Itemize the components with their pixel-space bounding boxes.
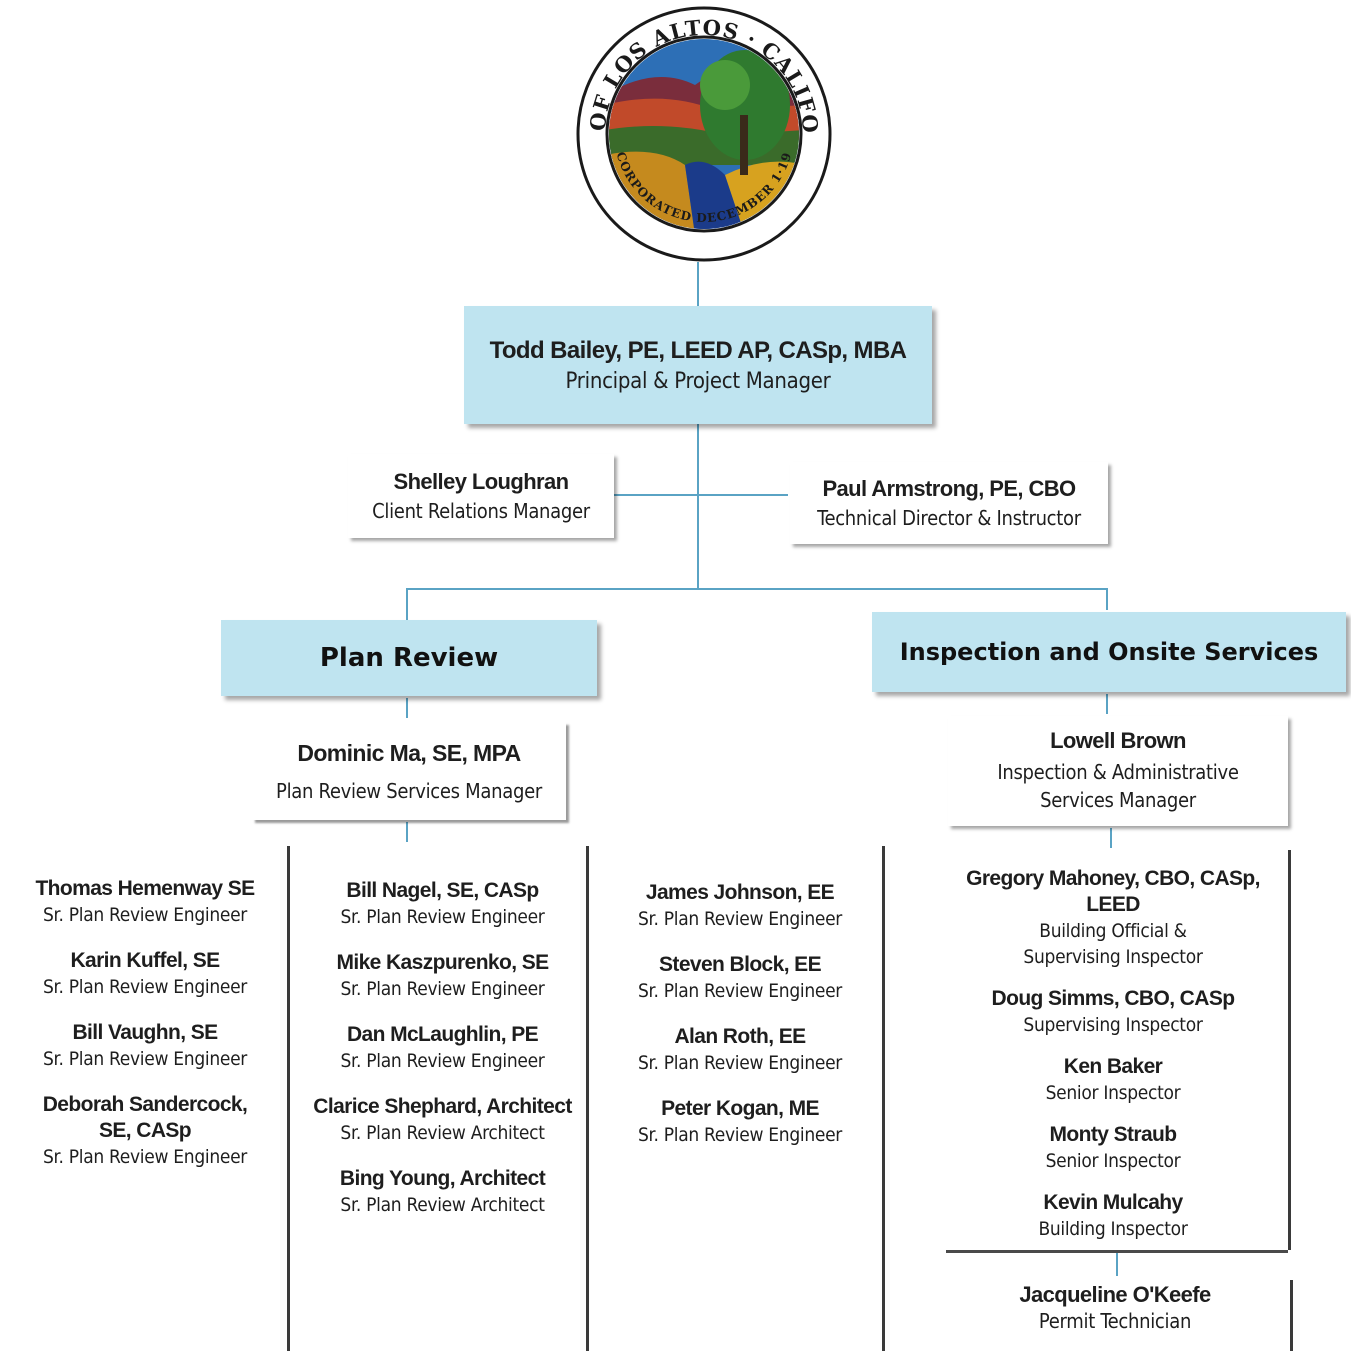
plan-review-manager-name: Dominic Ma, SE, MPA bbox=[297, 739, 521, 766]
connector-insp-staff bbox=[1110, 828, 1112, 848]
staff-name: Bill Nagel, SE, CASp bbox=[346, 879, 539, 902]
connector-insp-manager bbox=[1106, 694, 1108, 714]
staff-name: Bing Young, Architect bbox=[339, 1167, 546, 1190]
staff-member: James Johnson, EE Sr. Plan Review Engine… bbox=[602, 880, 878, 932]
technical-director-name: Paul Armstrong, PE, CBO bbox=[822, 476, 1076, 501]
plan-review-column-2: Bill Nagel, SE, CASp Sr. Plan Review Eng… bbox=[305, 878, 580, 1238]
staff-member: Bing Young, Architect Sr. Plan Review Ar… bbox=[305, 1166, 580, 1218]
staff-name: Dan McLaughlin, PE bbox=[346, 1023, 539, 1046]
column-divider bbox=[882, 846, 885, 1351]
staff-name: Doug Simms, CBO, CASp bbox=[991, 987, 1236, 1010]
staff-role: Sr. Plan Review Engineer bbox=[42, 1146, 248, 1168]
staff-role: Sr. Plan Review Architect bbox=[340, 1122, 545, 1144]
inspection-manager-box: Lowell Brown Inspection & Administrative… bbox=[948, 716, 1288, 826]
staff-member: Thomas Hemenway SE Sr. Plan Review Engin… bbox=[20, 876, 270, 928]
staff-name: Alan Roth, EE bbox=[674, 1025, 806, 1048]
client-relations-box: Shelley Loughran Client Relations Manage… bbox=[348, 454, 614, 538]
principal-name: Todd Bailey, PE, LEED AP, CASp, MBA bbox=[489, 336, 907, 364]
technical-director-box: Paul Armstrong, PE, CBO Technical Direct… bbox=[790, 462, 1108, 544]
staff-role: Sr. Plan Review Engineer bbox=[637, 980, 843, 1002]
inspection-header: Inspection and Onsite Services bbox=[872, 612, 1346, 692]
staff-member: Peter Kogan, ME Sr. Plan Review Engineer bbox=[602, 1096, 878, 1148]
column-divider bbox=[287, 846, 290, 1351]
connector-inspection bbox=[1106, 588, 1108, 610]
staff-member: Mike Kaszpurenko, SE Sr. Plan Review Eng… bbox=[305, 950, 580, 1002]
staff-name: Jacqueline O'Keefe bbox=[1019, 1282, 1211, 1307]
staff-role: Sr. Plan Review Engineer bbox=[637, 908, 843, 930]
plan-review-column-3: James Johnson, EE Sr. Plan Review Engine… bbox=[602, 880, 878, 1168]
staff-name: Peter Kogan, ME bbox=[661, 1097, 819, 1120]
client-relations-name: Shelley Loughran bbox=[393, 469, 570, 494]
staff-name: Monty Straub bbox=[1049, 1123, 1178, 1146]
staff-member: Ken Baker Senior Inspector bbox=[950, 1054, 1276, 1106]
staff-role: Sr. Plan Review Architect bbox=[340, 1194, 545, 1216]
principal-role: Principal & Project Manager bbox=[565, 368, 831, 394]
city-seal-logo: CITY OF LOS ALTOS · CALIFORNIA INCORPORA… bbox=[575, 5, 832, 262]
staff-member: Clarice Shephard, Architect Sr. Plan Rev… bbox=[305, 1094, 580, 1146]
staff-name: Clarice Shephard, Architect bbox=[313, 1095, 572, 1118]
column-divider bbox=[1290, 1280, 1293, 1351]
staff-role: Sr. Plan Review Engineer bbox=[42, 976, 248, 998]
staff-name: Deborah Sandercock, SE, CASp bbox=[42, 1093, 248, 1142]
technical-director-role: Technical Director & Instructor bbox=[817, 506, 1081, 530]
staff-name: Kevin Mulcahy bbox=[1043, 1191, 1183, 1214]
column-divider bbox=[586, 846, 589, 1351]
staff-member: Bill Nagel, SE, CASp Sr. Plan Review Eng… bbox=[305, 878, 580, 930]
connector-departments bbox=[406, 588, 1108, 590]
staff-name: Mike Kaszpurenko, SE bbox=[336, 951, 549, 974]
staff-role: Building Official & Supervising Inspecto… bbox=[1023, 920, 1203, 968]
staff-role: Sr. Plan Review Engineer bbox=[340, 906, 545, 928]
staff-member: Doug Simms, CBO, CASp Supervising Inspec… bbox=[950, 986, 1276, 1038]
connector-trunk bbox=[697, 424, 699, 590]
connector-plan-review bbox=[406, 588, 408, 620]
staff-member: Alan Roth, EE Sr. Plan Review Engineer bbox=[602, 1024, 878, 1076]
staff-member: Monty Straub Senior Inspector bbox=[950, 1122, 1276, 1174]
staff-role: Sr. Plan Review Engineer bbox=[42, 904, 248, 926]
inspection-manager-role: Inspection & Administrative Services Man… bbox=[997, 760, 1239, 812]
column-divider bbox=[1288, 850, 1291, 1250]
inspection-title: Inspection and Onsite Services bbox=[899, 638, 1319, 666]
connector-seal-principal bbox=[697, 262, 699, 306]
staff-role: Permit Technician bbox=[1038, 1309, 1192, 1333]
plan-review-column-1: Thomas Hemenway SE Sr. Plan Review Engin… bbox=[20, 876, 270, 1190]
staff-name: Gregory Mahoney, CBO, CASp, LEED bbox=[966, 867, 1260, 916]
staff-member: Dan McLaughlin, PE Sr. Plan Review Engin… bbox=[305, 1022, 580, 1074]
staff-name: James Johnson, EE bbox=[645, 881, 835, 904]
staff-name: Karin Kuffel, SE bbox=[70, 949, 220, 972]
staff-role: Sr. Plan Review Engineer bbox=[637, 1052, 843, 1074]
inspection-staff-column: Gregory Mahoney, CBO, CASp, LEED Buildin… bbox=[950, 866, 1276, 1242]
staff-name: Ken Baker bbox=[1063, 1055, 1163, 1078]
staff-member: Kevin Mulcahy Building Inspector bbox=[950, 1190, 1276, 1242]
staff-role: Senior Inspector bbox=[1045, 1150, 1181, 1172]
staff-member: Karin Kuffel, SE Sr. Plan Review Enginee… bbox=[20, 948, 270, 1000]
plan-review-manager-role: Plan Review Services Manager bbox=[276, 778, 542, 803]
staff-member: Steven Block, EE Sr. Plan Review Enginee… bbox=[602, 952, 878, 1004]
staff-role: Sr. Plan Review Engineer bbox=[340, 1050, 545, 1072]
connector-pr-staff bbox=[406, 822, 408, 842]
connector-permit bbox=[1116, 1252, 1118, 1276]
plan-review-title: Plan Review bbox=[319, 643, 499, 673]
staff-role: Sr. Plan Review Engineer bbox=[637, 1124, 843, 1146]
permit-technician: Jacqueline O'Keefe Permit Technician bbox=[950, 1282, 1280, 1334]
staff-name: Thomas Hemenway SE bbox=[35, 877, 255, 900]
plan-review-manager-box: Dominic Ma, SE, MPA Plan Review Services… bbox=[252, 722, 566, 820]
staff-role: Sr. Plan Review Engineer bbox=[42, 1048, 248, 1070]
connector-pr-manager bbox=[406, 698, 408, 718]
principal-box: Todd Bailey, PE, LEED AP, CASp, MBA Prin… bbox=[464, 306, 932, 424]
plan-review-header: Plan Review bbox=[221, 620, 597, 696]
staff-role: Sr. Plan Review Engineer bbox=[340, 978, 545, 1000]
connector-advisors bbox=[614, 494, 788, 496]
staff-name: Bill Vaughn, SE bbox=[72, 1021, 218, 1044]
staff-name: Steven Block, EE bbox=[659, 953, 822, 976]
staff-member: Gregory Mahoney, CBO, CASp, LEED Buildin… bbox=[950, 866, 1276, 970]
client-relations-role: Client Relations Manager bbox=[372, 499, 590, 523]
staff-role: Supervising Inspector bbox=[1023, 1014, 1203, 1036]
staff-member: Bill Vaughn, SE Sr. Plan Review Engineer bbox=[20, 1020, 270, 1072]
staff-member: Deborah Sandercock, SE, CASp Sr. Plan Re… bbox=[20, 1092, 270, 1170]
staff-role: Building Inspector bbox=[1038, 1218, 1188, 1240]
inspection-manager-name: Lowell Brown bbox=[1050, 728, 1186, 753]
staff-role: Senior Inspector bbox=[1045, 1082, 1181, 1104]
staff-box-bottom-edge bbox=[946, 1250, 1288, 1253]
